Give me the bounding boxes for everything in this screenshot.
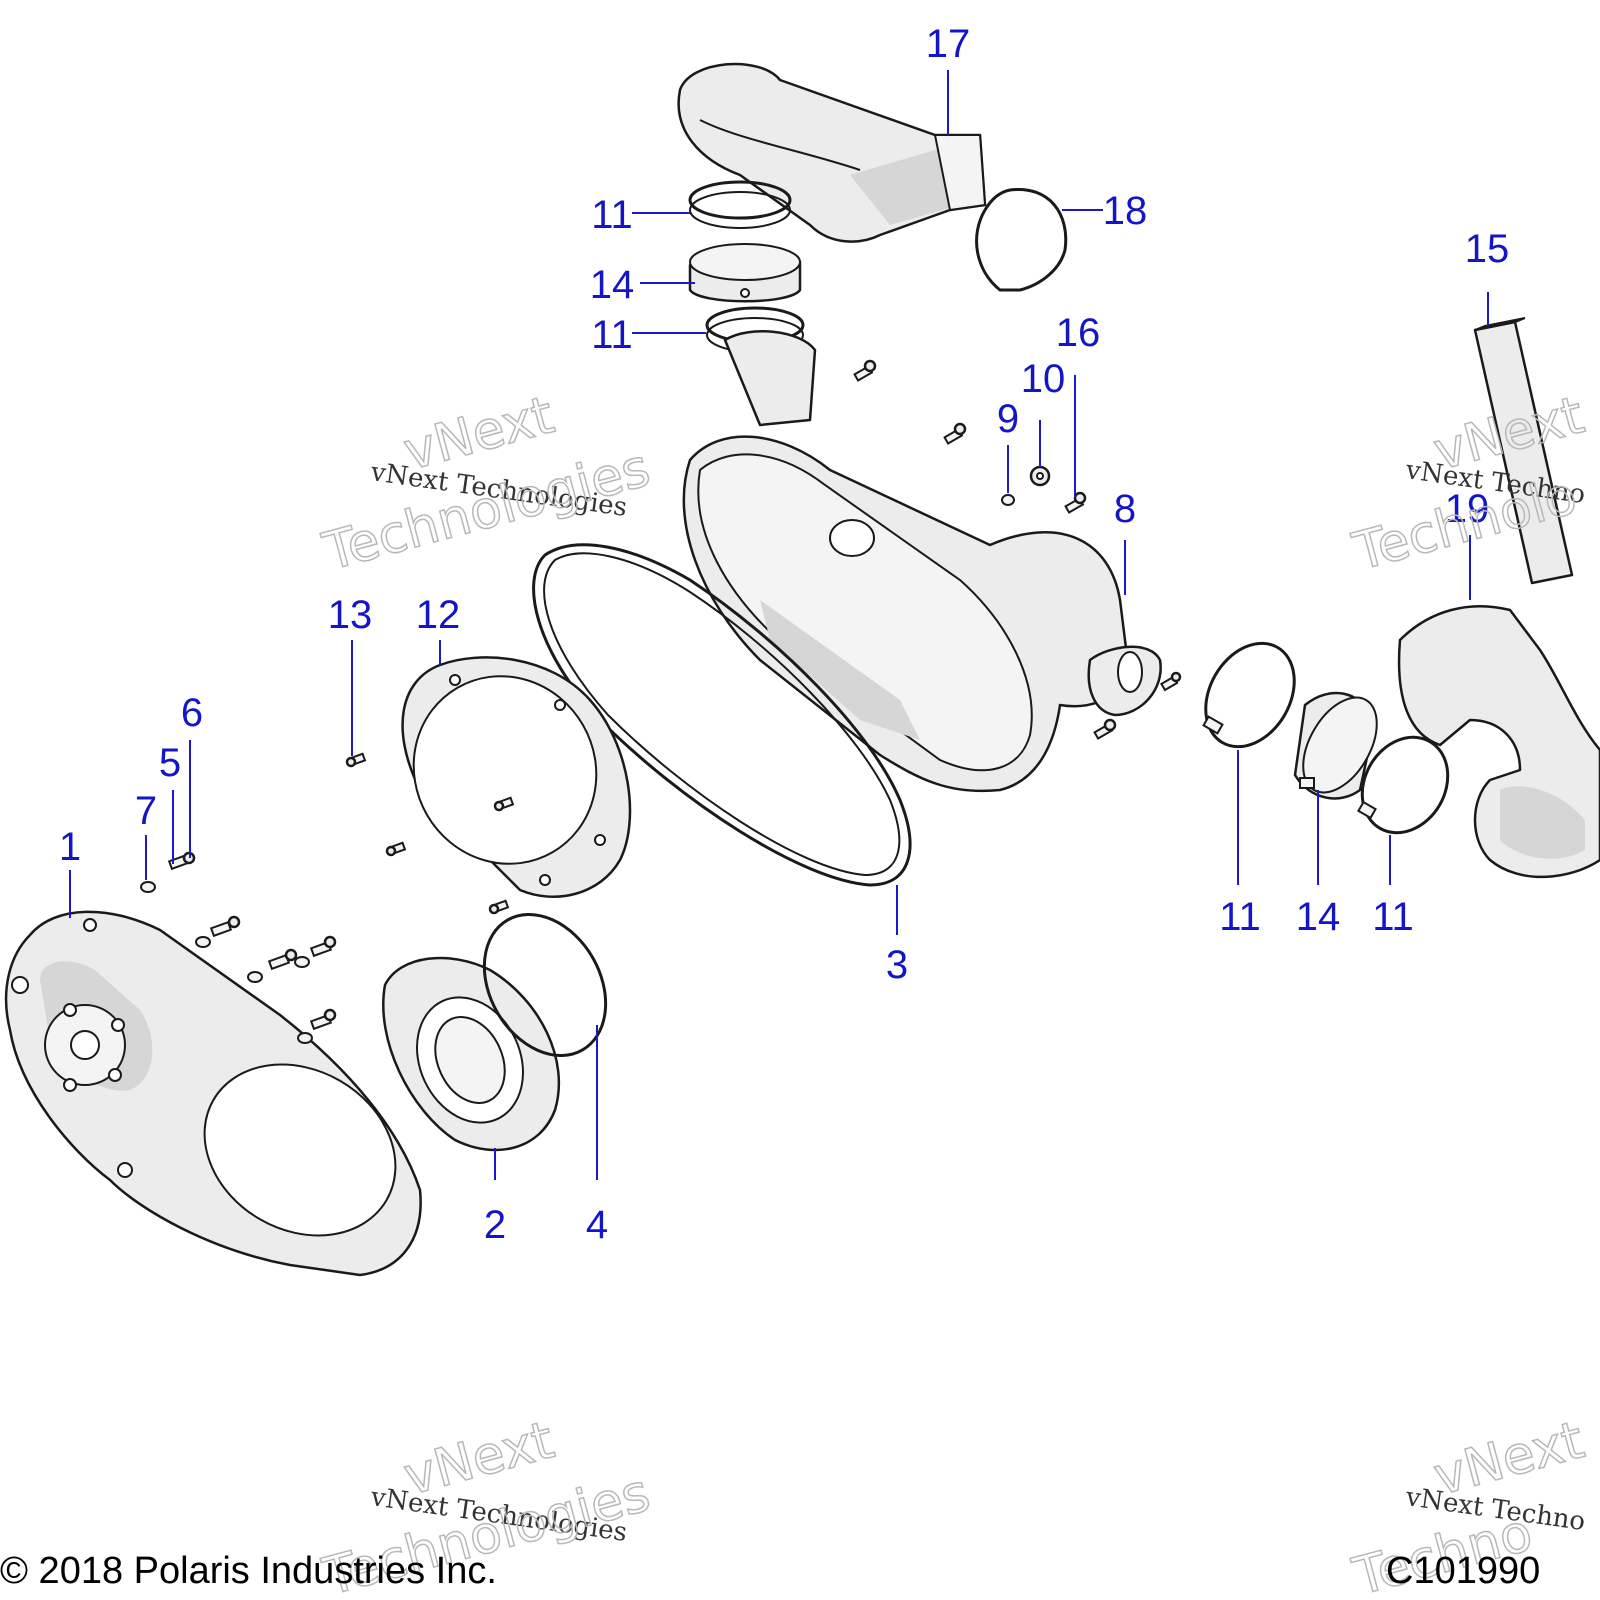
callout-7: 7 [135, 789, 157, 833]
callout-11-right-left: 11 [1219, 895, 1261, 939]
callout-19: 19 [1445, 487, 1490, 531]
upper-coupler-14 [688, 243, 802, 303]
upper-clamp-11-top [688, 180, 792, 229]
callout-14-right: 14 [1296, 895, 1341, 939]
part-8-inner-clutch-cover [682, 330, 1162, 793]
callout-6: 6 [181, 691, 203, 735]
callout-11-upper-bottom: 11 [591, 313, 633, 357]
right-clamp-11-left [1202, 641, 1296, 749]
screw-13 [345, 752, 367, 768]
callout-11-right-right: 11 [1372, 895, 1414, 939]
callout-14-upper: 14 [590, 263, 635, 307]
callout-3: 3 [886, 943, 908, 987]
screw [1160, 671, 1182, 692]
right-clamp-11-right [1357, 735, 1450, 835]
watermark-bottom-right-outline-line1: vNext [1428, 1410, 1590, 1507]
screw [853, 359, 877, 382]
nut-10 [1029, 465, 1051, 487]
screw [943, 422, 967, 445]
screw [267, 948, 298, 971]
callout-13: 13 [328, 593, 373, 637]
part-4-o-ring [482, 912, 608, 1058]
callout-5: 5 [159, 741, 181, 785]
callouts: 1 2 3 4 5 6 7 8 9 10 11 14 11 12 13 15 1… [59, 22, 1509, 1247]
callout-18: 18 [1103, 189, 1148, 233]
callout-8: 8 [1114, 487, 1136, 531]
part-17-upper-air-duct [677, 62, 987, 243]
part-18-duct-seal [975, 187, 1068, 292]
washer [140, 881, 156, 893]
screw [488, 899, 510, 915]
watermark-top-left: vNext Technologies vNext Technologies [316, 385, 657, 584]
callout-16: 16 [1056, 311, 1101, 355]
fasteners [140, 359, 1182, 1044]
callout-9: 9 [997, 397, 1019, 441]
washer [195, 936, 211, 948]
leader-lines [69, 70, 1489, 1180]
callout-17: 17 [926, 22, 971, 66]
screw-16 [1064, 491, 1087, 514]
screw [209, 915, 241, 938]
screw [309, 1008, 337, 1031]
callout-15: 15 [1465, 227, 1510, 271]
part-2-seal-cup [382, 956, 560, 1152]
right-coupler-14 [1293, 691, 1378, 800]
part-1-outer-clutch-cover [4, 910, 422, 1277]
callout-12: 12 [416, 593, 461, 637]
callout-4: 4 [586, 1203, 608, 1247]
washer-9 [1001, 494, 1015, 506]
screw [309, 935, 337, 958]
callout-11-upper-top: 11 [591, 193, 633, 237]
callout-2: 2 [484, 1203, 506, 1247]
part-19-lower-air-duct [1397, 605, 1600, 879]
screw [385, 841, 407, 857]
screw [493, 796, 515, 812]
washer [247, 971, 263, 983]
callout-1: 1 [59, 825, 81, 869]
figure-id: C101990 [1386, 1550, 1541, 1592]
screw [1093, 718, 1117, 740]
copyright-text: © 2018 Polaris Industries Inc. [0, 1550, 497, 1592]
washer [294, 956, 310, 968]
washer [297, 1032, 313, 1044]
part-12-cover-plate [401, 656, 632, 898]
part-15-foam-strip [1473, 317, 1574, 585]
callout-10: 10 [1021, 357, 1066, 401]
